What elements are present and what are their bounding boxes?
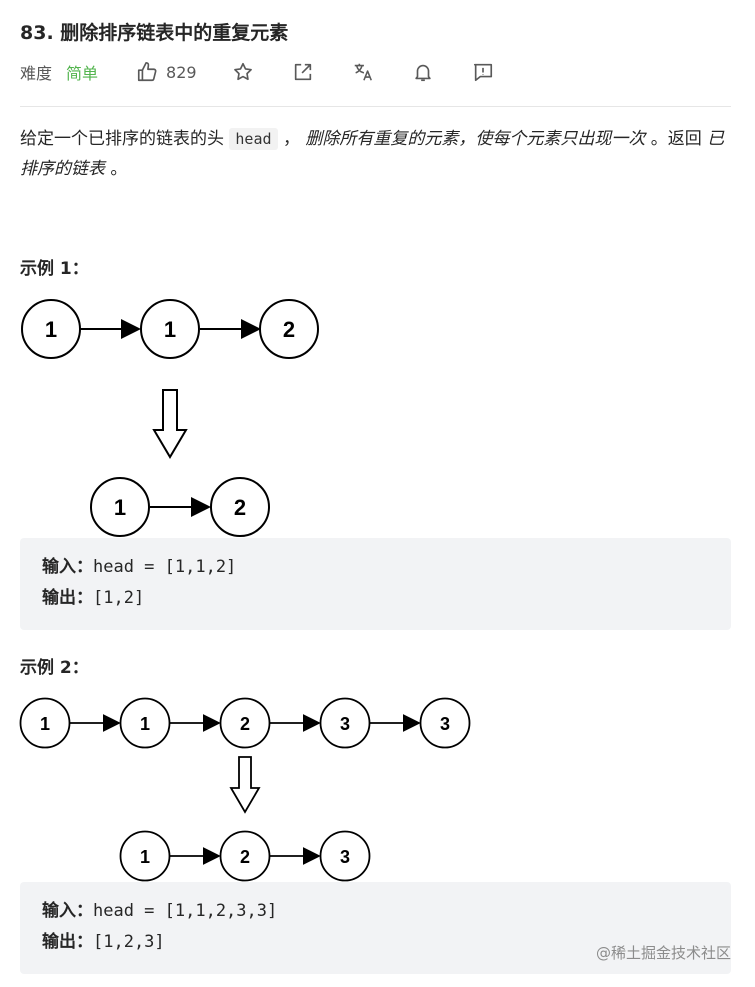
input-label: 输入： xyxy=(42,901,93,921)
input-line: 输入：head = [1,1,2] xyxy=(42,552,731,583)
inline-code-head: head xyxy=(229,128,278,150)
output-line: 输出：[1,2,3] xyxy=(42,927,731,958)
example-2-title: 示例 2： xyxy=(20,658,89,678)
input-value: head = [1,1,2] xyxy=(93,557,237,577)
output-value: [1,2] xyxy=(93,588,145,608)
example-1-code: 输入：head = [1,1,2] 输出：[1,2] xyxy=(20,538,731,630)
node-value: 2 xyxy=(240,714,250,734)
list-node: 1 xyxy=(119,830,171,882)
desc-text-2: ， xyxy=(282,129,300,149)
node-value: 1 xyxy=(40,714,50,734)
list-node: 2 xyxy=(219,697,271,749)
node-value: 1 xyxy=(140,714,150,734)
transform-arrow xyxy=(229,756,261,814)
input-line: 输入：head = [1,1,2,3,3] xyxy=(42,896,731,927)
share-icon xyxy=(294,63,311,81)
node-value: 1 xyxy=(114,495,126,520)
desc-emphasis-2: 已排序的链表 xyxy=(20,129,725,179)
list-node: 2 xyxy=(259,299,319,359)
list-node: 2 xyxy=(210,477,270,537)
node-value: 1 xyxy=(140,847,150,867)
problem-description: 给定一个已排序的链表的头 head ， 删除所有重复的元素，使每个元素只出现一次… xyxy=(20,124,731,184)
star-icon xyxy=(233,62,252,81)
watermark: @稀土掘金技术社区 xyxy=(595,944,731,962)
node-value: 1 xyxy=(164,317,176,342)
node-value: 3 xyxy=(440,714,450,734)
desc-text-4: 。 xyxy=(110,159,128,179)
problem-title: 83. 删除排序链表中的重复元素 xyxy=(20,22,289,44)
example-1-diagram: 1 1 2 1 2 xyxy=(21,299,319,537)
output-label: 输出： xyxy=(42,932,93,952)
example-2-code: 输入：head = [1,1,2,3,3] 输出：[1,2,3] xyxy=(20,882,731,974)
desc-emphasis-1: 删除所有重复的元素，使每个元素只出现一次 xyxy=(305,129,646,149)
share-button[interactable] xyxy=(291,60,315,84)
output-value: [1,2,3] xyxy=(93,932,165,952)
node-value: 2 xyxy=(234,495,246,520)
node-value: 3 xyxy=(340,714,350,734)
desc-text-1: 给定一个已排序的链表的头 xyxy=(20,129,224,149)
feedback-icon xyxy=(473,63,492,82)
difficulty-badge: 简单 xyxy=(66,64,99,83)
transform-arrow xyxy=(152,389,188,459)
difficulty-label: 难度 xyxy=(20,64,53,83)
node-value: 2 xyxy=(240,847,250,867)
favorite-button[interactable] xyxy=(231,60,255,84)
example-1-title: 示例 1： xyxy=(20,259,89,279)
output-label: 输出： xyxy=(42,588,93,608)
list-node: 3 xyxy=(319,697,371,749)
list-node: 3 xyxy=(319,830,371,882)
list-node: 1 xyxy=(90,477,150,537)
list-node: 1 xyxy=(19,697,71,749)
node-value: 2 xyxy=(283,317,295,342)
list-node: 1 xyxy=(21,299,81,359)
feedback-button[interactable] xyxy=(471,60,495,84)
problem-meta-bar: 难度 简单 829 xyxy=(20,58,531,86)
desc-text-3: 。返回 xyxy=(650,129,702,149)
bell-icon xyxy=(414,64,431,82)
notification-button[interactable] xyxy=(411,60,435,84)
output-line: 输出：[1,2] xyxy=(42,583,731,614)
list-node: 2 xyxy=(219,830,271,882)
input-label: 输入： xyxy=(42,557,93,577)
node-value: 1 xyxy=(45,317,57,342)
like-button[interactable]: 829 xyxy=(136,61,197,83)
header-divider xyxy=(20,106,731,107)
node-value: 3 xyxy=(340,847,350,867)
list-node: 1 xyxy=(119,697,171,749)
list-node: 1 xyxy=(140,299,200,359)
like-count: 829 xyxy=(166,62,197,82)
translate-icon xyxy=(354,63,372,81)
list-node: 3 xyxy=(419,697,471,749)
input-value: head = [1,1,2,3,3] xyxy=(93,901,278,921)
example-2-diagram: 1 1 2 3 3 1 2 3 xyxy=(19,697,471,882)
thumbs-up-icon xyxy=(137,62,157,82)
translate-button[interactable] xyxy=(351,60,375,84)
